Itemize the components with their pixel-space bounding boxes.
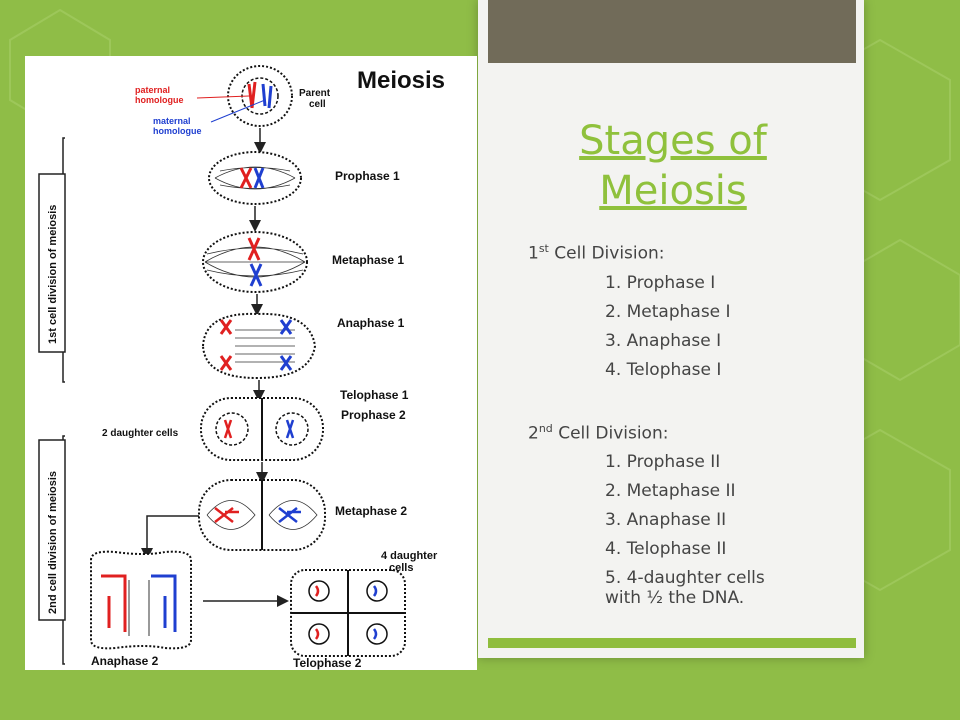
first-division-heading: 1st Cell Division: — [528, 242, 665, 264]
list-item: 3. Anaphase I — [605, 330, 722, 351]
list-item: 4. Telophase II — [605, 539, 727, 560]
paternal-label: paternal — [135, 85, 170, 95]
telophase2-label: Telophase 2 — [293, 656, 362, 670]
telophase1-label: Telophase 1 — [340, 388, 409, 402]
anaphase1-label: Anaphase 1 — [337, 316, 405, 330]
metaphase2-cells — [198, 479, 326, 551]
parent-label: Parent — [299, 88, 331, 99]
stages-list: 1st Cell Division: 1. Prophase I 2. Meta… — [528, 234, 858, 608]
metaphase1-label: Metaphase 1 — [332, 253, 404, 267]
maternal-label: maternal — [153, 116, 191, 126]
second-division-heading: 2nd Cell Division: — [528, 421, 669, 444]
prophase1-label: Prophase 1 — [335, 169, 400, 183]
paternal-label-2: homologue — [135, 95, 184, 105]
parent-cell — [227, 65, 293, 127]
four-daughter-label: 4 daughter — [381, 550, 438, 562]
panel-top-bar — [488, 0, 856, 63]
four-daughter-label-2: cells — [389, 562, 413, 574]
meiosis-diagram: Meiosis paternal homologue maternal homo… — [25, 56, 477, 670]
prophase1-cell — [208, 151, 302, 205]
prophase2-label: Prophase 2 — [341, 408, 406, 422]
anaphase2-cells — [90, 550, 192, 650]
two-daughter-cells — [200, 397, 324, 461]
parent-label-2: cell — [309, 99, 326, 110]
list-item: 2. Metaphase II — [605, 481, 736, 502]
anaphase1-cell — [201, 312, 317, 380]
list-item: 3. Anaphase II — [605, 510, 727, 531]
second-division-side-label: 2nd cell division of meiosis — [47, 471, 59, 614]
list-item: 1. Prophase II — [605, 452, 721, 473]
text-panel: Stages of Meiosis 1st Cell Division: 1. … — [478, 0, 864, 658]
panel-bottom-bar — [488, 638, 856, 648]
list-item: 4. Telophase I — [605, 359, 722, 380]
first-division-side-label: 1st cell division of meiosis — [47, 205, 59, 344]
figure-title: Meiosis — [357, 67, 445, 94]
metaphase2-label: Metaphase 2 — [335, 504, 407, 518]
two-daughter-label: 2 daughter cells — [102, 428, 179, 439]
slide-title: Stages of Meiosis — [579, 118, 767, 214]
list-item: 2. Metaphase I — [605, 301, 731, 322]
anaphase2-label: Anaphase 2 — [91, 654, 159, 668]
telophase2-cells — [290, 569, 406, 657]
maternal-label-2: homologue — [153, 126, 202, 136]
metaphase1-cell — [202, 231, 308, 293]
list-item: 1. Prophase I — [605, 272, 716, 293]
list-item: 5. 4-daughter cells with ½ the DNA. — [605, 568, 765, 609]
division-brackets — [38, 137, 66, 665]
